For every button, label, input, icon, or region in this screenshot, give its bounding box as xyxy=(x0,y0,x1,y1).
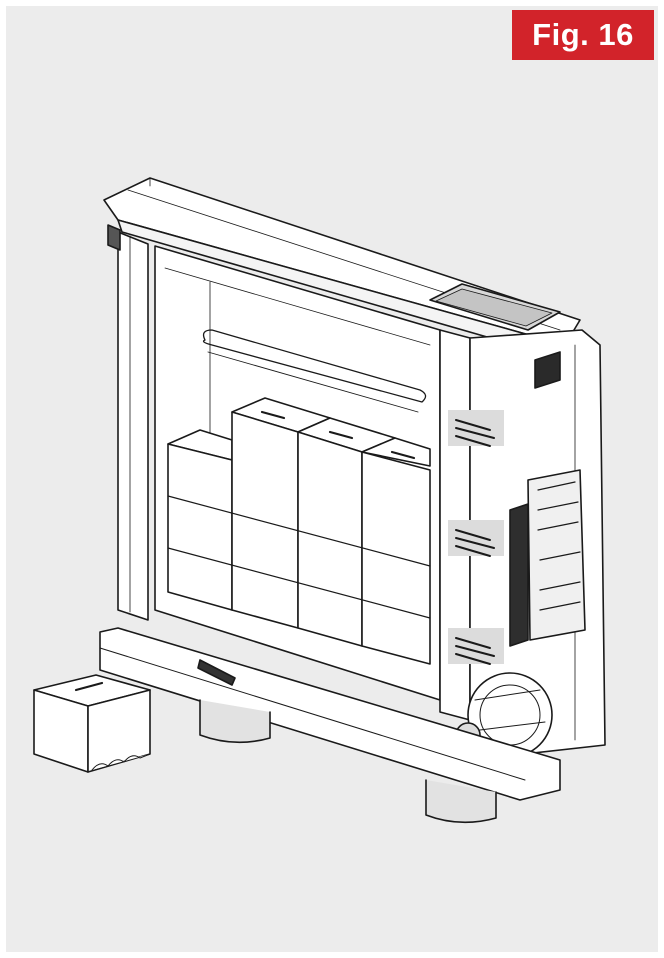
lid-control-panel xyxy=(429,283,561,331)
support-feet xyxy=(199,699,497,824)
base-rail xyxy=(99,627,561,801)
terminal-connector-3 xyxy=(455,637,495,665)
heating-element xyxy=(202,329,427,413)
terminal-connector-2 xyxy=(455,529,495,557)
storage-bricks xyxy=(167,397,431,665)
loose-brick xyxy=(33,674,151,773)
circuit-board xyxy=(509,469,586,647)
terminal-connector-1 xyxy=(455,419,495,447)
figure-label: Fig. 16 xyxy=(512,10,654,60)
terminal-connectors xyxy=(448,410,504,665)
left-side-frame xyxy=(107,224,149,621)
